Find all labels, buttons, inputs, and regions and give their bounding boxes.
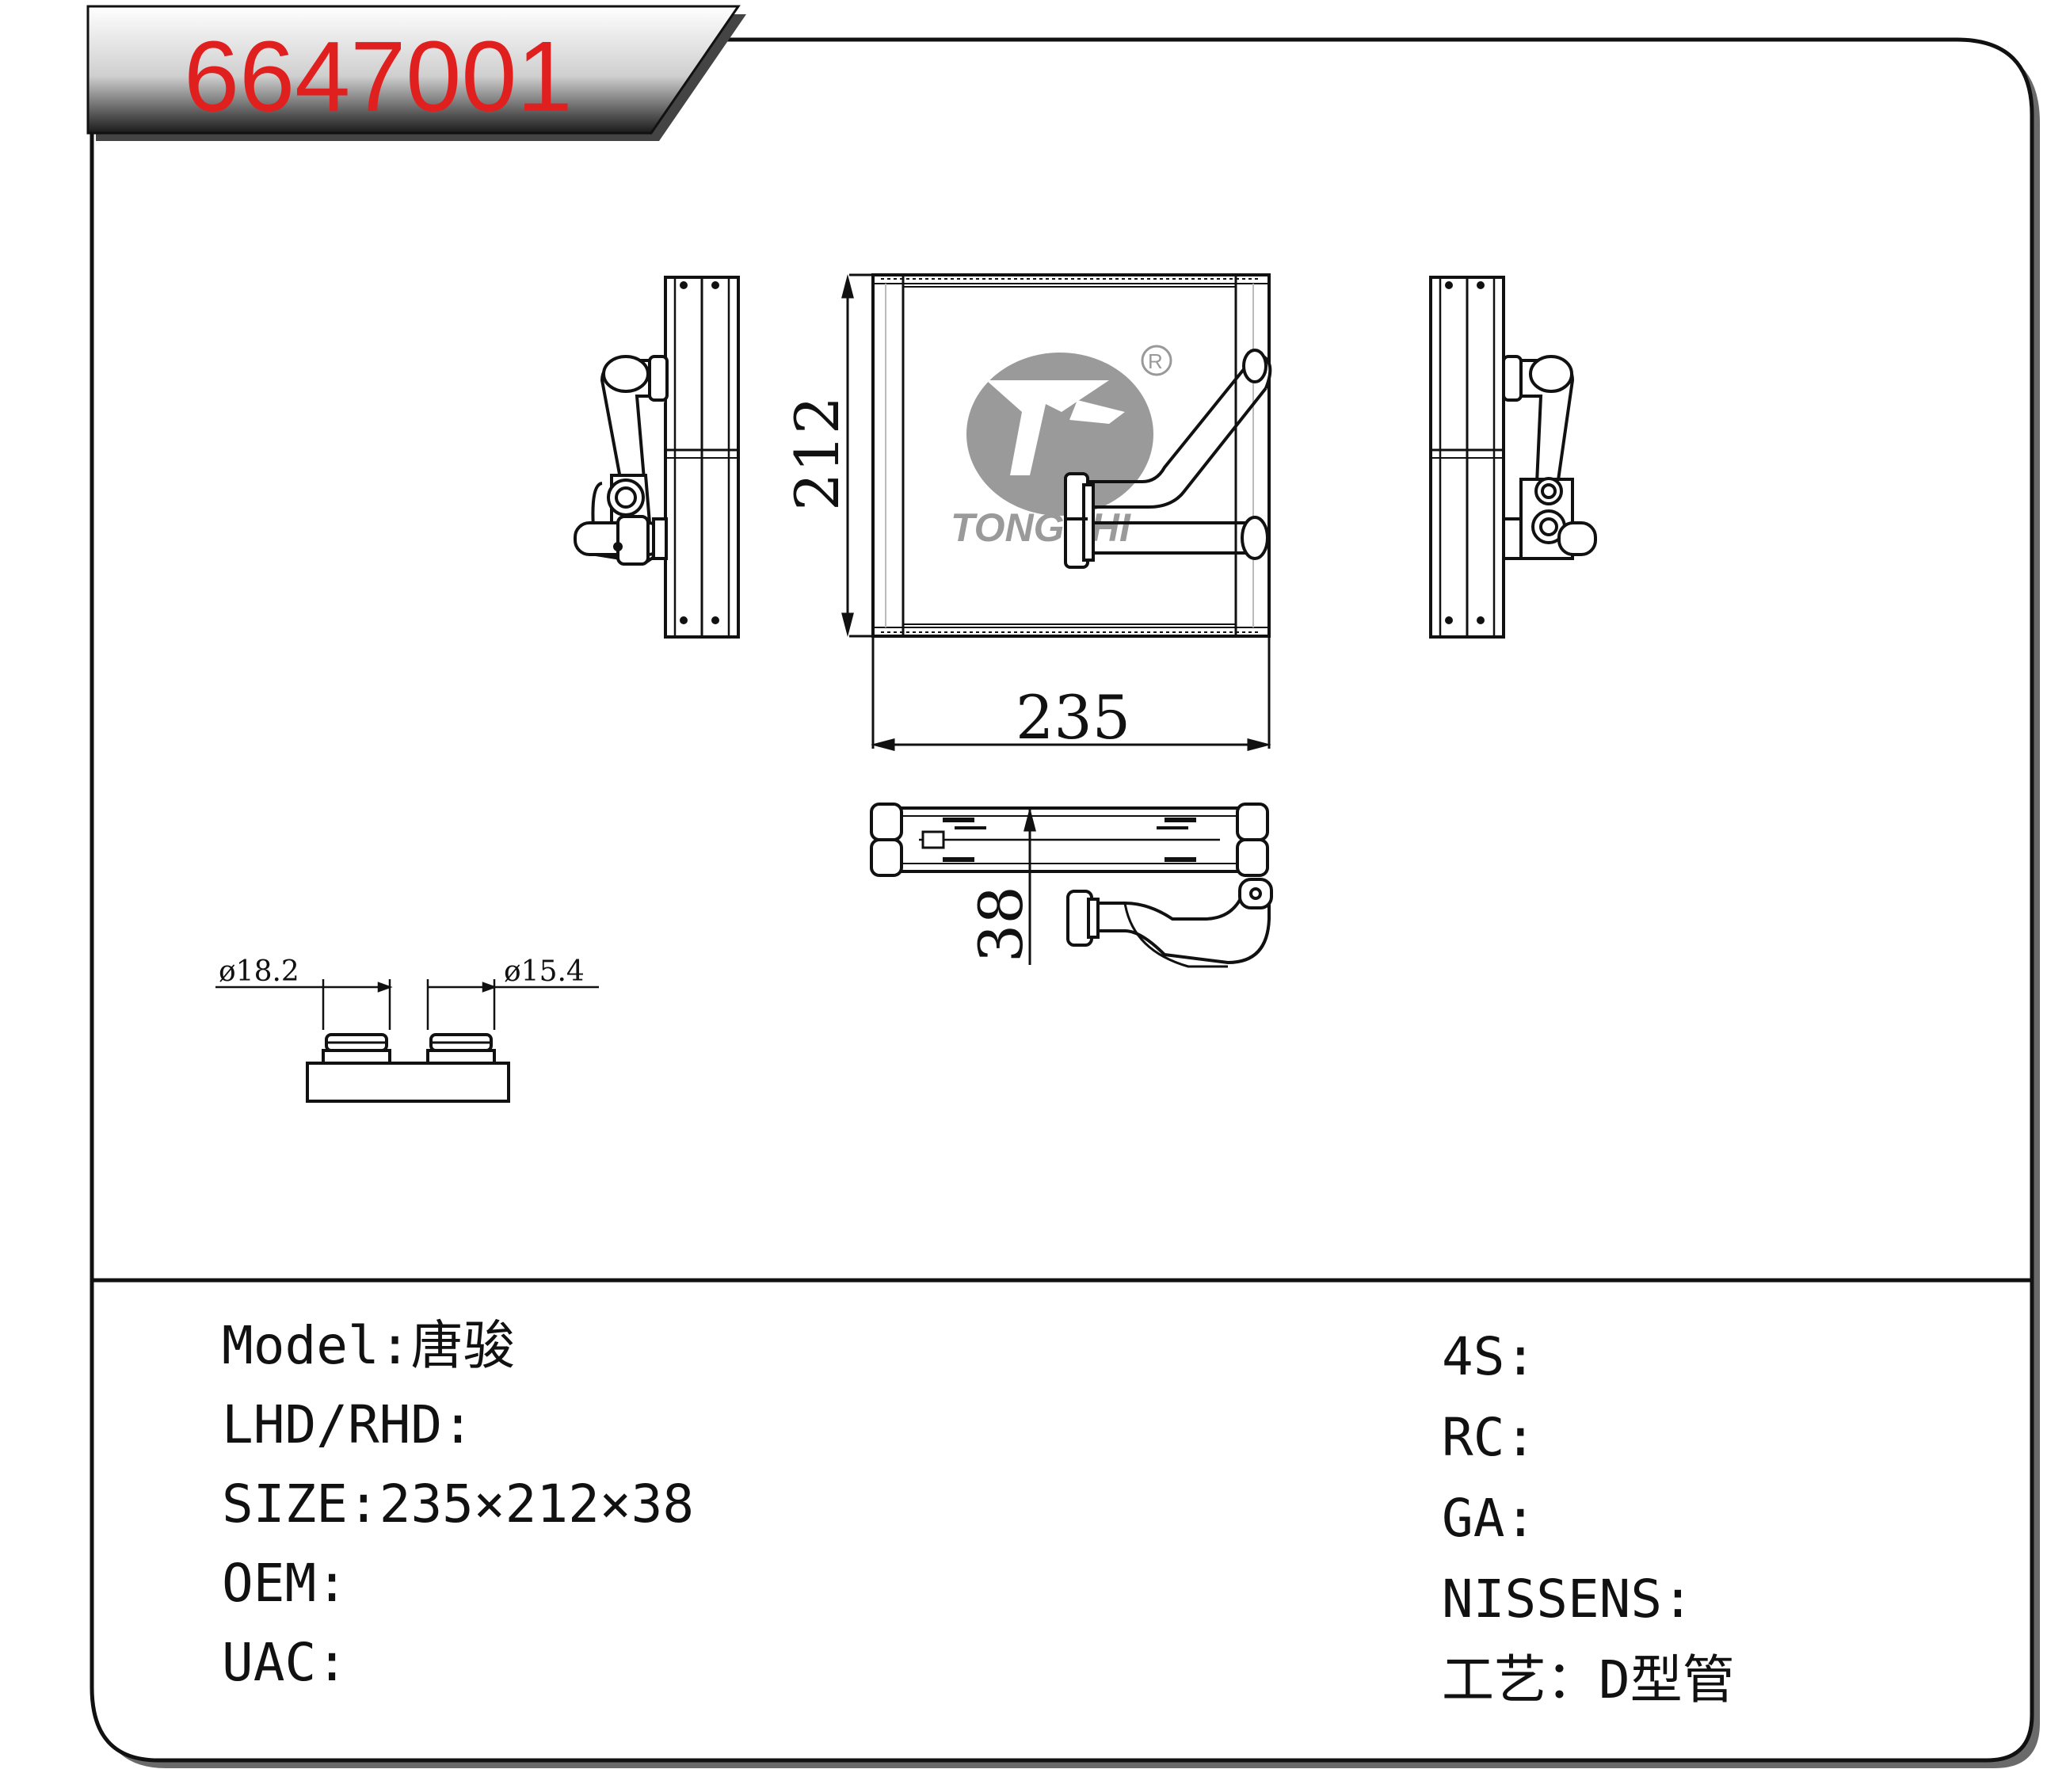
part-number: 6647001 (184, 21, 573, 132)
spec-uac: UAC: (222, 1632, 348, 1693)
spec-ga: GA: (1442, 1488, 1537, 1549)
inlet-diameter-label: ø18.2 (219, 955, 299, 988)
connector-detail (215, 979, 599, 1103)
depth-dimension (1024, 807, 1036, 965)
spec-model: Model:唐骏 (222, 1315, 516, 1376)
depth-dimension-label: 38 (966, 886, 1036, 963)
registered-mark: R (1148, 349, 1163, 373)
spec-lhd-rhd: LHD/RHD: (222, 1394, 474, 1455)
spec-rc: RC: (1442, 1407, 1537, 1468)
front-view: TONGSHI R (841, 273, 1272, 751)
spec-oem: OEM: (222, 1553, 348, 1614)
tongshi-logo: TONGSHI R (951, 345, 1172, 550)
spec-process: 工艺：D型管 (1442, 1649, 1735, 1710)
outer-frame (90, 37, 2034, 1763)
top-view (870, 803, 1273, 968)
logo-brand-text: TONGSHI (951, 505, 1131, 550)
part-number-tab: 6647001 (86, 5, 746, 141)
height-dimension-label: 212 (782, 396, 852, 511)
spec-nissens: NISSENS: (1442, 1569, 1694, 1630)
left-side-view (574, 276, 740, 639)
width-dimension (871, 636, 1271, 751)
height-dimension (841, 273, 873, 638)
right-side-view (1429, 276, 1597, 639)
spec-size: SIZE:235×212×38 (222, 1474, 695, 1535)
spec-4s: 4S: (1442, 1326, 1537, 1387)
width-dimension-label: 235 (1016, 682, 1130, 753)
outlet-diameter-label: ø15.4 (504, 955, 585, 988)
